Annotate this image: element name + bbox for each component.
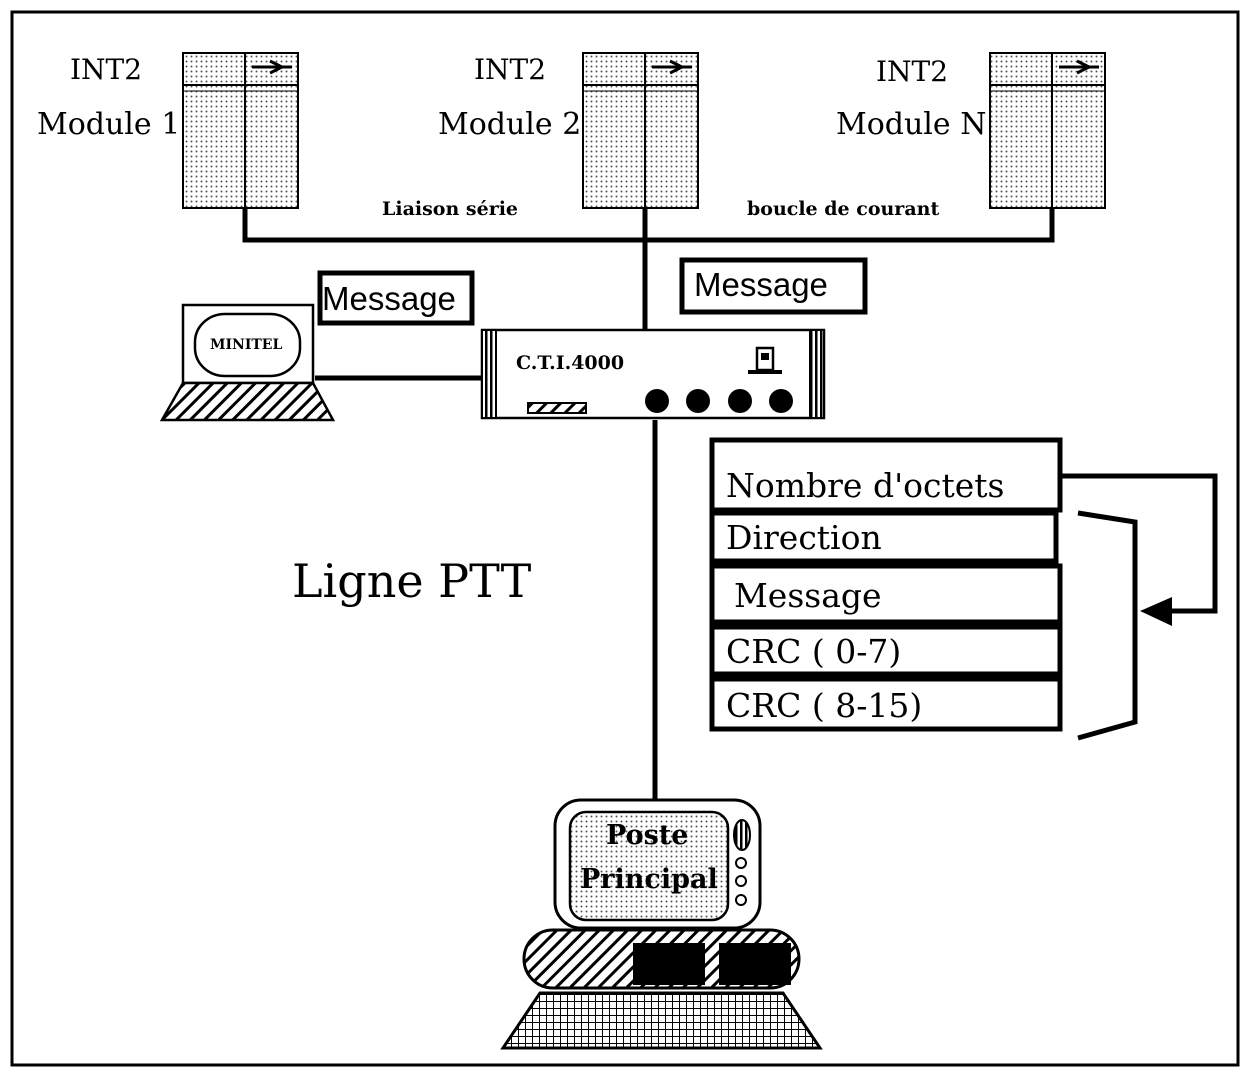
frame-field-direction: Direction [726, 518, 882, 557]
serial-link-label: Liaison série [382, 198, 519, 220]
module-1-cabinet [182, 52, 299, 209]
arrow-head [1140, 597, 1172, 626]
message-label-left: Message [322, 280, 456, 317]
module-n-cabinet [989, 52, 1106, 209]
message-box-right [679, 257, 868, 315]
outer-frame [10, 10, 1240, 1067]
frame-field-message: Message [734, 576, 882, 615]
cti-label: C.T.I.4000 [516, 352, 625, 374]
minitel-terminal [159, 303, 336, 422]
module-2-title: INT2 [474, 53, 547, 86]
crc-coverage-arrow [1060, 473, 1218, 741]
minitel-label: MINITEL [210, 337, 283, 353]
module-2-cabinet [582, 52, 699, 209]
station-label-line1: Poste [606, 820, 689, 851]
module-2-name: Module 2 [438, 107, 582, 142]
frame-field-byte-count: Nombre d'octets [726, 466, 1005, 505]
frame-structure [709, 437, 1063, 732]
station-label-line2: Principal [580, 864, 718, 895]
module-n-name: Module N [836, 107, 987, 142]
frame-field-crc-low: CRC ( 0-7) [726, 632, 902, 671]
serial-bus [242, 208, 1055, 800]
message-box-left [317, 270, 475, 326]
current-loop-label: boucle de courant [747, 198, 940, 220]
module-1-title: INT2 [70, 53, 143, 86]
module-1-name: Module 1 [37, 107, 181, 142]
ptt-line-label: Ligne PTT [292, 554, 532, 608]
message-label-right: Message [694, 266, 828, 303]
main-station-computer [500, 798, 823, 1050]
module-n-title: INT2 [876, 55, 949, 88]
cti-4000-unit [480, 328, 826, 420]
frame-field-crc-high: CRC ( 8-15) [726, 686, 923, 725]
